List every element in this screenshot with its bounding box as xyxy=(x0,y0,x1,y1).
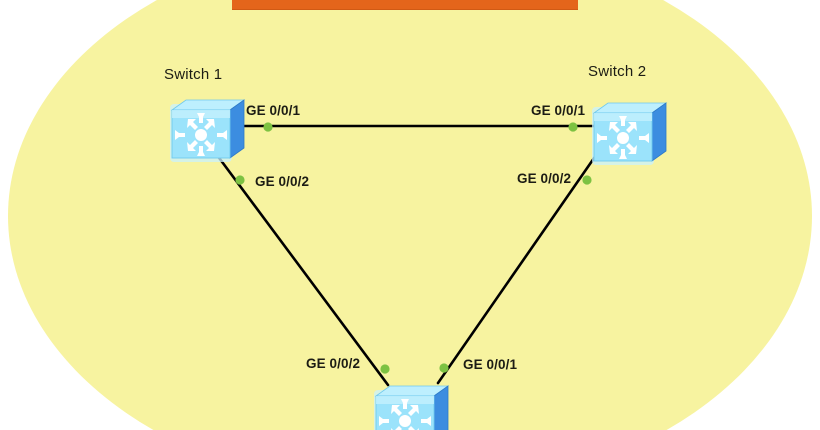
port-dot-port-s2-ge1[interactable] xyxy=(568,122,578,132)
port-dot-port-s3-ge2[interactable] xyxy=(380,364,390,374)
link-line[interactable] xyxy=(209,145,390,387)
port-dot-port-s3-ge1[interactable] xyxy=(439,363,449,373)
port-label-port-s2-ge2: GE 0/0/2 xyxy=(517,171,572,186)
port-label-port-s3-ge1: GE 0/0/1 xyxy=(463,357,518,372)
port-label-port-s2-ge1: GE 0/0/1 xyxy=(531,103,586,118)
node-label-switch1: Switch 1 xyxy=(164,66,223,83)
link-lines xyxy=(209,124,603,387)
background-ellipse xyxy=(8,0,812,430)
switch-icon-switch3[interactable] xyxy=(373,385,449,430)
node-label-switch2: Switch 2 xyxy=(588,63,647,80)
title-bar xyxy=(232,0,578,10)
port-dot-port-s1-ge2[interactable] xyxy=(235,175,245,185)
link-line[interactable] xyxy=(436,146,603,385)
switch-icon-switch2[interactable] xyxy=(591,102,667,166)
port-dot-port-s2-ge2[interactable] xyxy=(582,175,592,185)
port-dot-port-s1-ge1[interactable] xyxy=(263,122,273,132)
port-dots xyxy=(235,122,592,374)
switch-icons xyxy=(169,99,667,430)
port-label-port-s1-ge2: GE 0/0/2 xyxy=(255,174,310,189)
switch-icon-switch1[interactable] xyxy=(169,99,245,163)
port-label-port-s3-ge2: GE 0/0/2 xyxy=(306,356,361,371)
port-label-port-s1-ge1: GE 0/0/1 xyxy=(246,103,301,118)
